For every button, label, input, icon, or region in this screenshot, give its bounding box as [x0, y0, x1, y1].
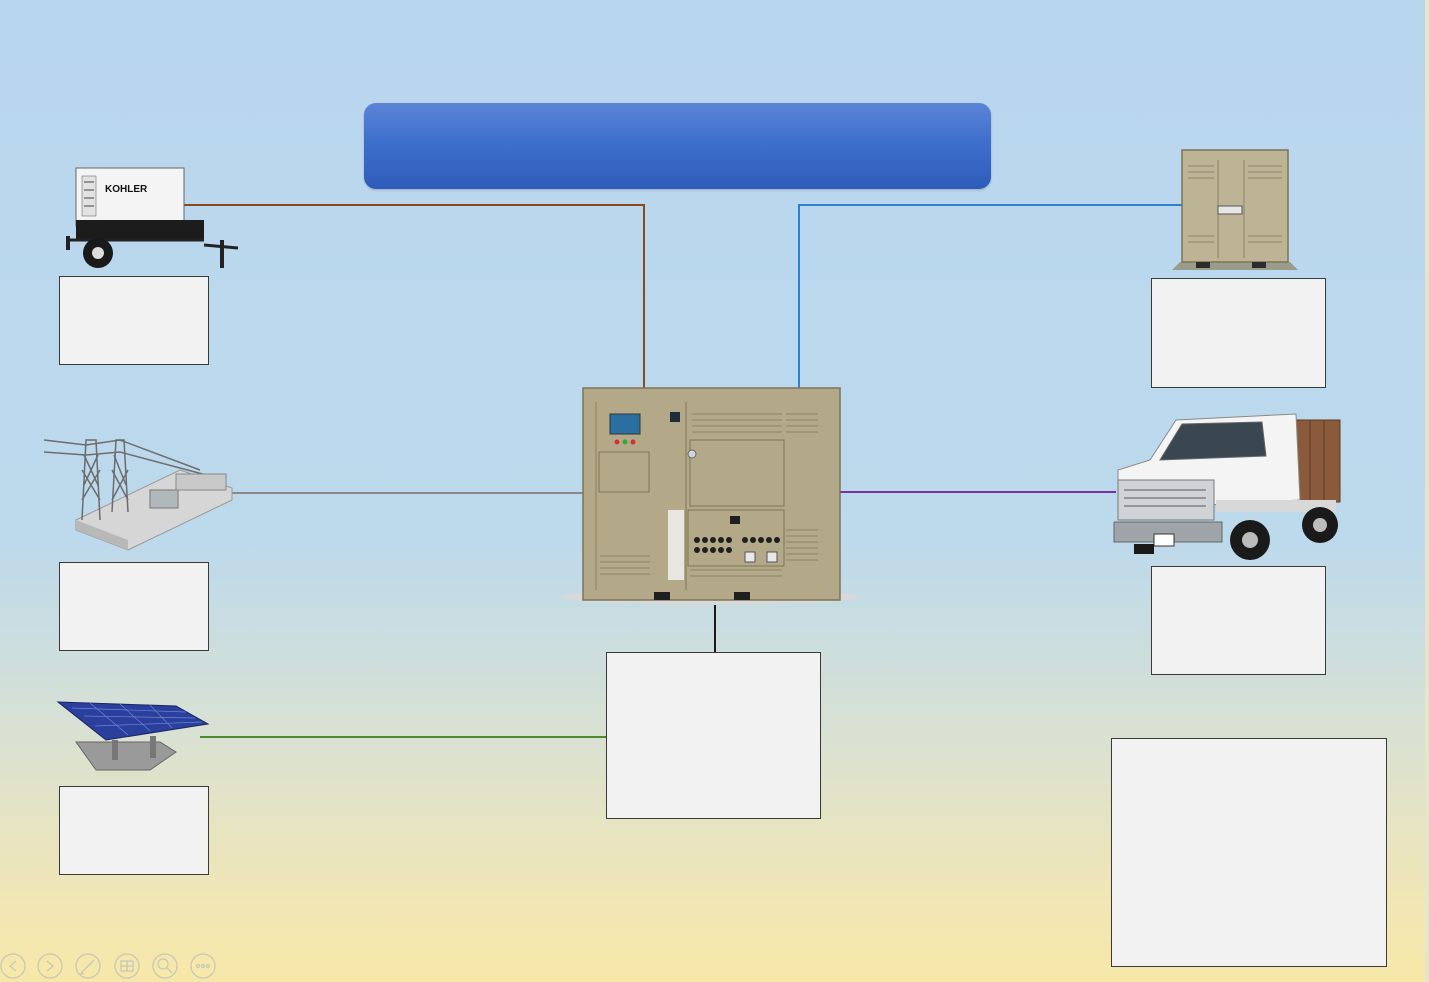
solar-array-icon: [56, 701, 210, 771]
energy-storage-icon: [1172, 149, 1298, 270]
truck-description-box[interactable]: [1151, 566, 1326, 675]
generator-icon: KOHLER: [66, 167, 239, 268]
storage-description-box[interactable]: [1151, 278, 1326, 388]
substation-description-box[interactable]: [59, 562, 209, 651]
page-edge: [1425, 0, 1429, 982]
generator-connector: [184, 204, 645, 388]
generator-description-box[interactable]: [59, 276, 209, 365]
slideshow-controls: [0, 953, 216, 979]
next-icon[interactable]: [37, 953, 63, 979]
slides-icon[interactable]: [114, 953, 140, 979]
solar-description-box[interactable]: [59, 786, 209, 875]
diagram-title: [364, 103, 991, 189]
power-converter-icon: [562, 387, 858, 605]
zoom-icon[interactable]: [152, 953, 178, 979]
storage-connector: [798, 204, 1182, 388]
notes-box[interactable]: [1111, 738, 1387, 967]
utility-truck-icon: [1113, 413, 1341, 560]
converter-description-box[interactable]: [606, 652, 821, 819]
more-icon[interactable]: [190, 953, 216, 979]
previous-icon[interactable]: [0, 953, 26, 979]
svg-text:KOHLER: KOHLER: [105, 184, 148, 195]
substation-icon: [43, 439, 233, 551]
pen-icon[interactable]: [75, 953, 101, 979]
